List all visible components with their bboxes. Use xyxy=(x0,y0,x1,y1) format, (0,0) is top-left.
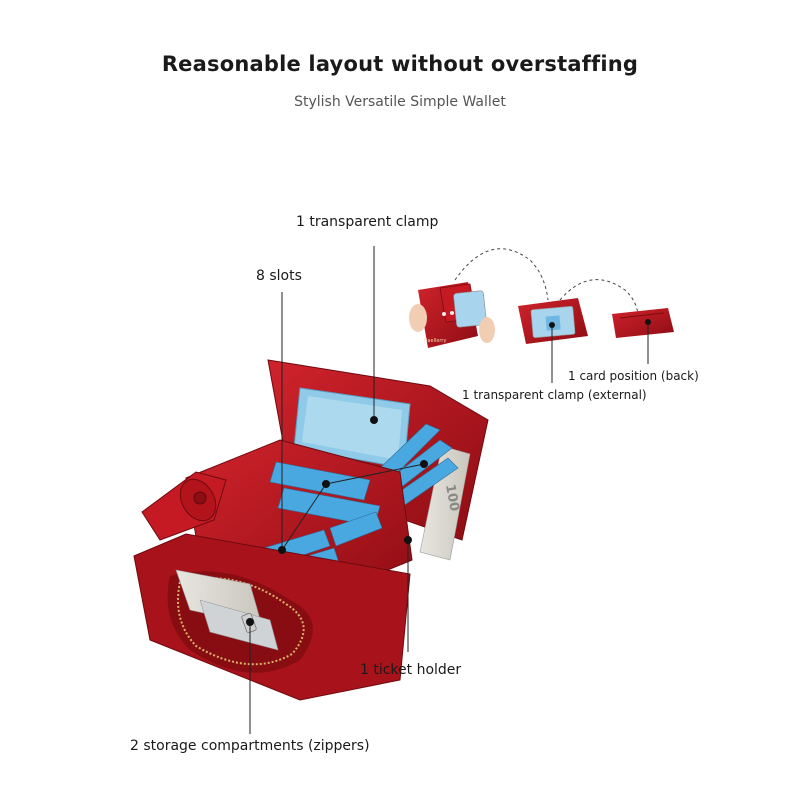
callout-transparent-clamp-external: 1 transparent clamp (external) xyxy=(462,388,647,402)
callout-ticket-holder: 1 ticket holder xyxy=(360,662,462,678)
page-subtitle: Stylish Versatile Simple Wallet xyxy=(294,94,506,110)
callout-storage-compartments: 2 storage compartments (zippers) xyxy=(130,738,370,754)
callout-card-position-back: 1 card position (back) xyxy=(568,369,699,383)
brand-text: Baellerry xyxy=(424,338,446,344)
banknote-text: 100 xyxy=(442,483,461,512)
hand-wallet-photo: Baellerry xyxy=(409,282,495,348)
accessory-photos: Baellerry xyxy=(409,248,674,383)
callout-transparent-clamp: 1 transparent clamp xyxy=(296,214,439,230)
main-wallet: 100 xyxy=(133,359,489,701)
card-back-photo xyxy=(612,308,674,338)
external-clamp-photo xyxy=(518,298,588,344)
callout-lines xyxy=(246,246,428,734)
page-title: Reasonable layout without overstaffing xyxy=(161,52,639,76)
dashed-arc-right xyxy=(559,279,639,315)
callout-slots: 8 slots xyxy=(256,268,302,284)
banknotes xyxy=(419,445,471,561)
